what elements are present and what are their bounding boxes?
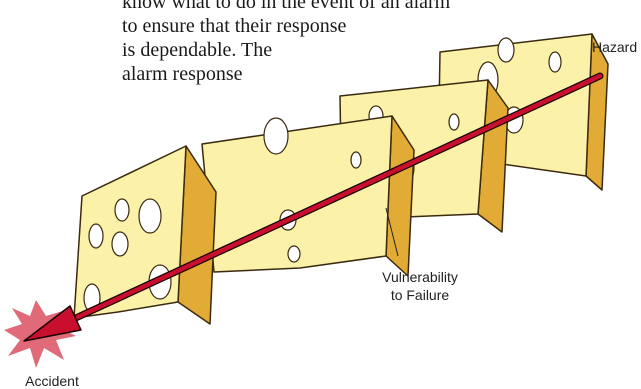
cheese-hole [139,199,161,233]
vulnerability-label-line2: to Failure [391,287,450,303]
cheese-hole [549,52,561,72]
cheese-hole [288,246,300,262]
cheese-hole [351,152,361,168]
cheese-hole [89,224,103,248]
cheese-slice-2 [202,116,414,276]
cheese-hole [498,38,514,62]
cheese-hole [449,114,459,130]
accident-label: Accident [25,373,79,389]
cheese-hole [264,118,288,154]
vulnerability-label-line1: Vulnerability [382,269,458,285]
cheese-slice-1 [74,146,216,324]
cheese-hole [115,199,129,221]
hazard-label: Hazard [592,39,637,55]
cheese-hole [112,232,128,256]
